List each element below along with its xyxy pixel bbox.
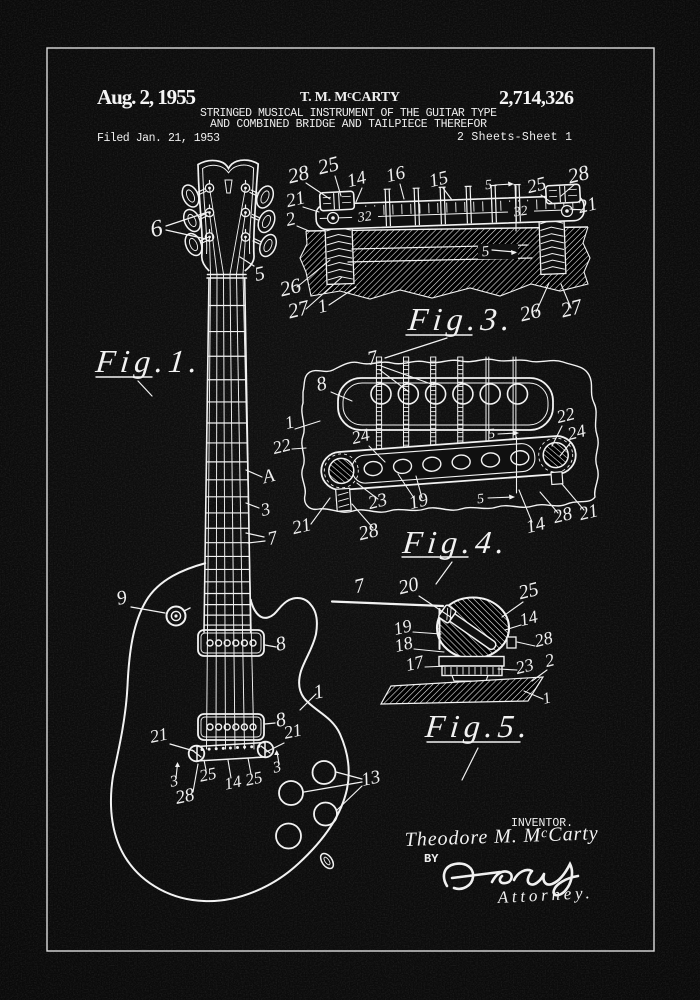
- svg-text:22: 22: [554, 403, 576, 427]
- svg-text:5: 5: [487, 427, 496, 443]
- svg-text:5: 5: [484, 178, 493, 194]
- svg-text:25: 25: [244, 768, 265, 790]
- svg-text:1: 1: [541, 689, 553, 707]
- svg-text:23: 23: [366, 489, 390, 514]
- svg-text:14: 14: [517, 606, 539, 630]
- svg-text:Fig.5.: Fig.5.: [423, 708, 534, 744]
- svg-text:Aug. 2, 1955: Aug. 2, 1955: [97, 85, 196, 109]
- svg-text:3: 3: [258, 498, 273, 520]
- svg-text:6: 6: [148, 215, 165, 243]
- svg-text:AND COMBINED BRIDGE AND TAILPI: AND COMBINED BRIDGE AND TAILPIECE THEREF…: [210, 118, 487, 131]
- svg-text:3: 3: [270, 758, 282, 776]
- svg-text:25: 25: [525, 173, 549, 198]
- svg-text:15: 15: [427, 167, 451, 192]
- svg-text:21: 21: [148, 723, 170, 746]
- svg-text:25: 25: [198, 764, 219, 786]
- svg-text:21: 21: [290, 514, 314, 539]
- svg-text:STRINGED MUSICAL INSTRUMENT OF: STRINGED MUSICAL INSTRUMENT OF THE GUITA…: [200, 107, 497, 120]
- svg-text:5: 5: [481, 244, 491, 261]
- svg-text:INVENTOR.: INVENTOR.: [511, 817, 573, 830]
- svg-text:1: 1: [312, 680, 326, 704]
- svg-text:19: 19: [391, 615, 413, 639]
- svg-text:21: 21: [576, 193, 600, 218]
- svg-text:18: 18: [392, 632, 414, 656]
- svg-text:A: A: [259, 465, 278, 489]
- svg-text:21: 21: [577, 500, 601, 525]
- svg-text:22: 22: [270, 434, 292, 458]
- svg-text:Fig.4.: Fig.4.: [400, 524, 511, 560]
- svg-text:8: 8: [274, 632, 288, 656]
- svg-text:BY: BY: [424, 852, 439, 866]
- svg-text:3: 3: [167, 772, 179, 790]
- svg-text:28: 28: [532, 627, 554, 651]
- svg-text:Attorney.: Attorney.: [496, 883, 590, 907]
- svg-text:24: 24: [565, 420, 587, 444]
- svg-text:28: 28: [173, 784, 196, 809]
- svg-text:5: 5: [253, 262, 267, 286]
- svg-text:21: 21: [284, 187, 308, 212]
- svg-text:Fig.3.: Fig.3.: [406, 301, 517, 337]
- svg-text:2 Sheets-Sheet 1: 2 Sheets-Sheet 1: [457, 131, 572, 144]
- svg-text:2,714,326: 2,714,326: [499, 87, 574, 109]
- svg-text:32: 32: [356, 209, 373, 226]
- svg-text:9: 9: [115, 586, 129, 610]
- svg-text:24: 24: [349, 424, 371, 448]
- svg-text:17: 17: [403, 651, 426, 675]
- svg-text:5: 5: [476, 492, 485, 508]
- svg-text:Fig.1.: Fig.1.: [93, 343, 204, 379]
- svg-text:23: 23: [513, 654, 535, 678]
- svg-text:14: 14: [223, 771, 244, 793]
- svg-text:8: 8: [274, 708, 288, 732]
- svg-text:T. M. McCARTY: T. M. McCARTY: [300, 90, 400, 105]
- svg-text:13: 13: [359, 766, 382, 790]
- svg-text:Filed Jan. 21, 1953: Filed Jan. 21, 1953: [97, 132, 220, 145]
- svg-text:21: 21: [282, 719, 304, 742]
